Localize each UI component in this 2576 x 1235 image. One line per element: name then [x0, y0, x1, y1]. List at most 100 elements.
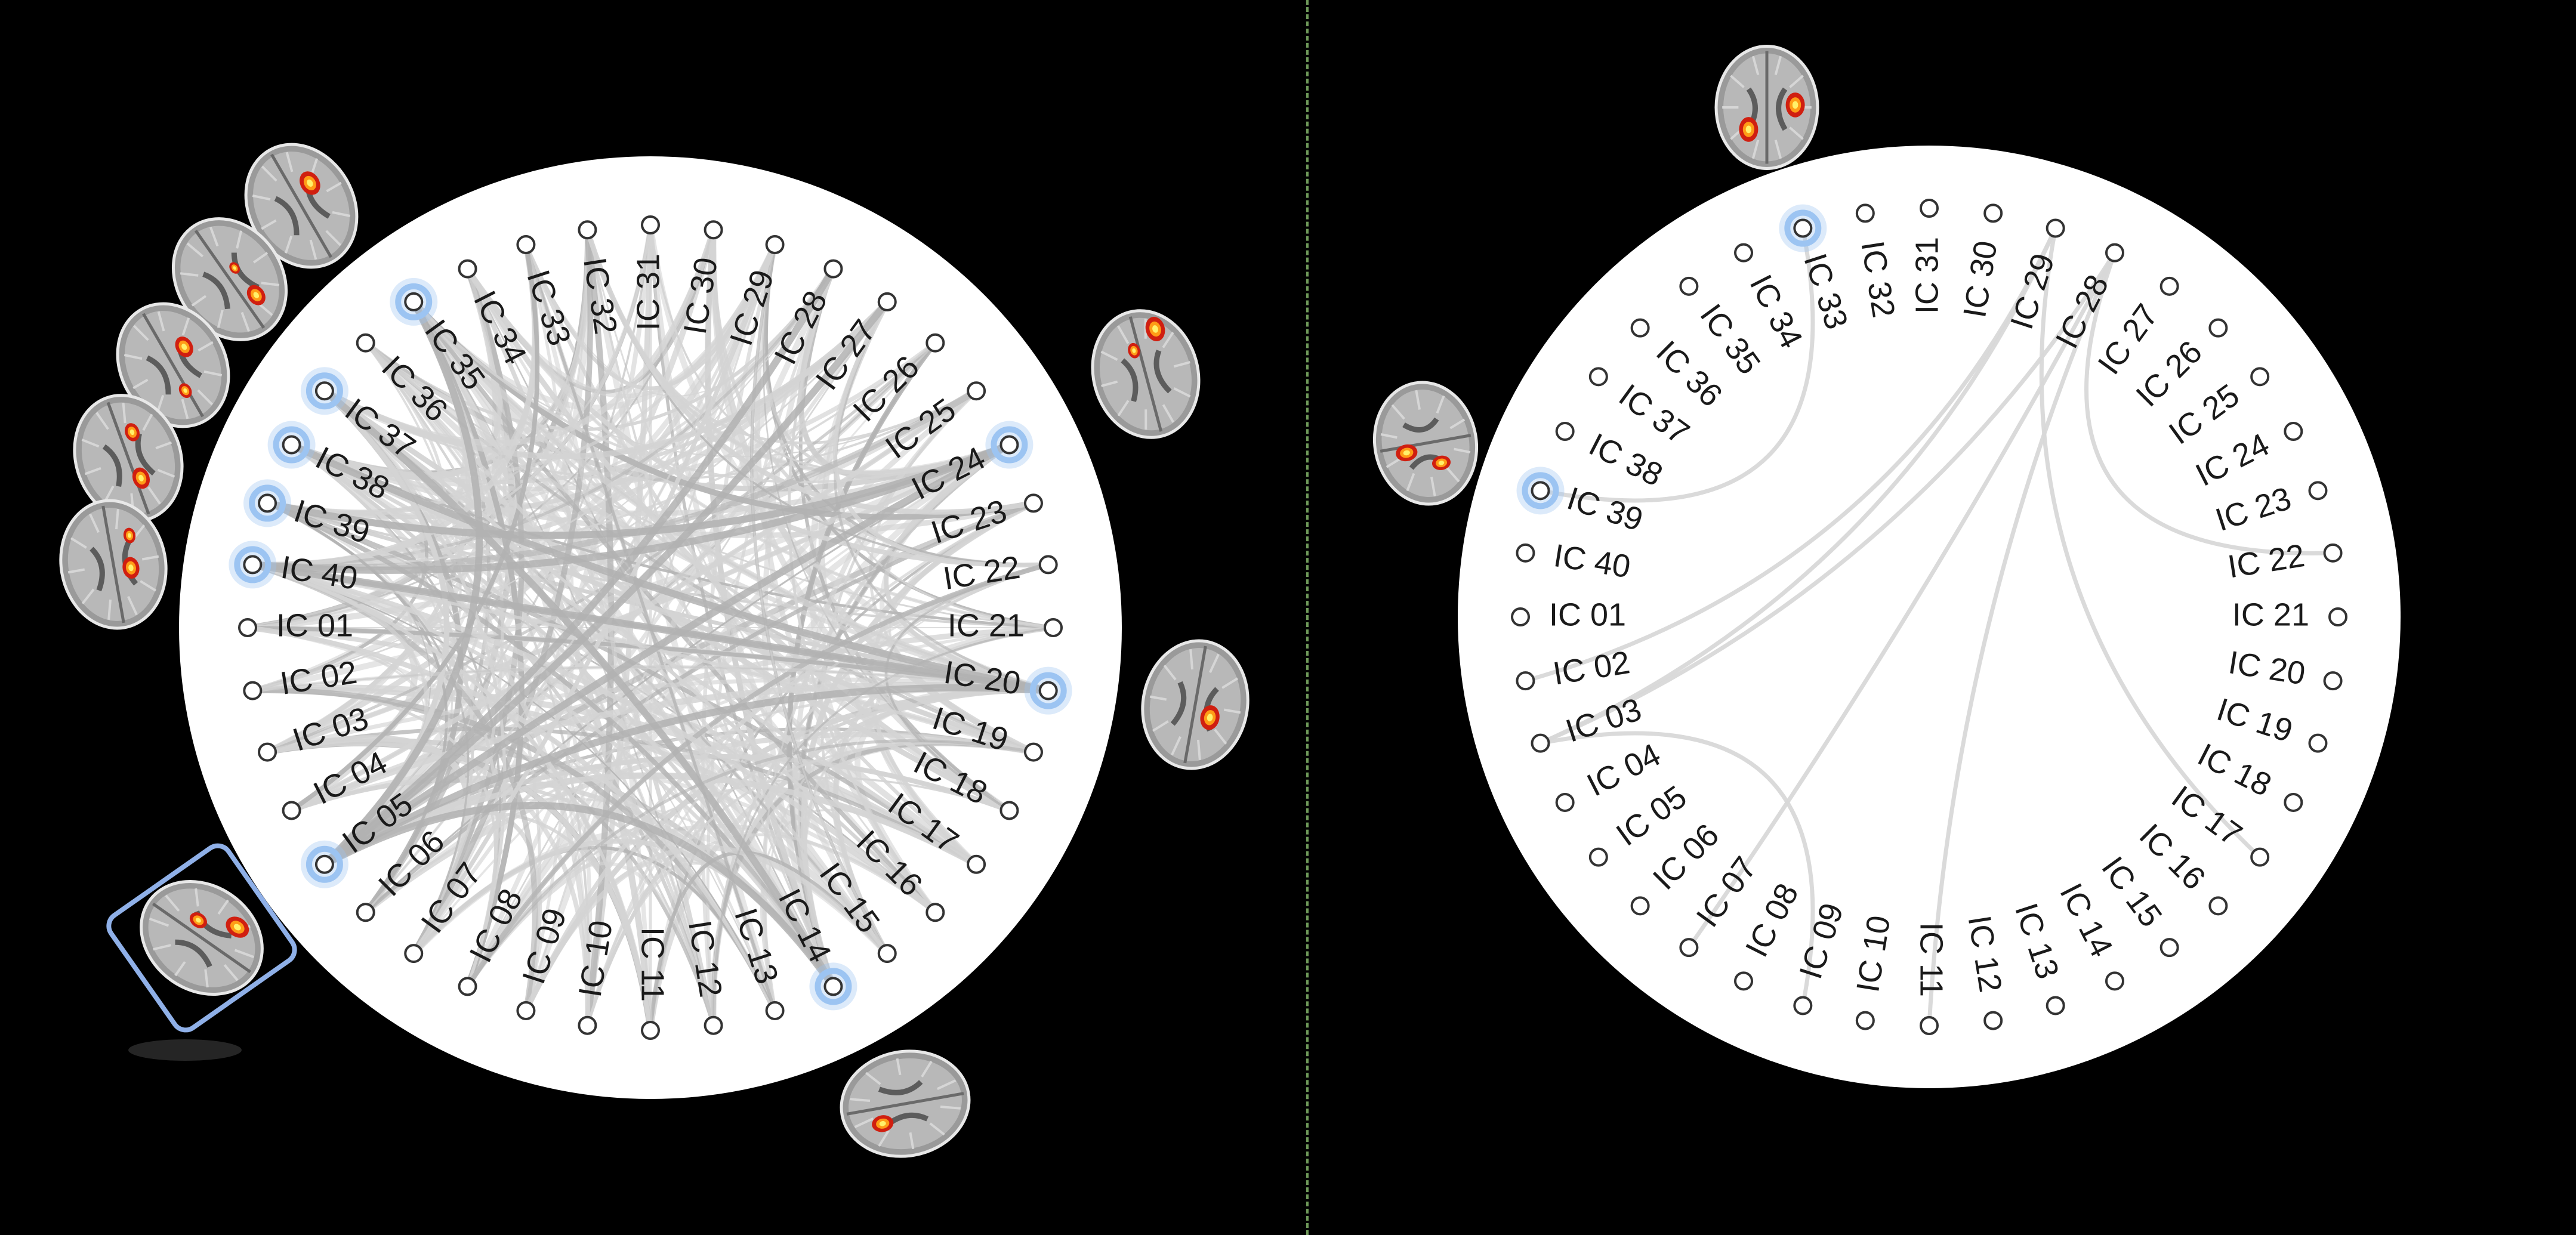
node-ic-35[interactable]: [1679, 276, 1699, 296]
node-ic-29[interactable]: [2046, 218, 2065, 238]
node-ic-12[interactable]: [1983, 1011, 2003, 1030]
node-ic-29[interactable]: [765, 235, 785, 255]
node-ic-31[interactable]: [641, 215, 660, 234]
node-ic-16[interactable]: [2208, 896, 2228, 916]
brain-thumbnail-ic-39[interactable]: [57, 380, 199, 536]
node-ic-27[interactable]: [2159, 276, 2179, 296]
connection-edge: [798, 267, 1011, 813]
node-ic-17[interactable]: [2250, 847, 2270, 867]
brain-thumbnail-ic-38[interactable]: [95, 283, 250, 447]
node-ic-31[interactable]: [1920, 199, 1939, 218]
node-ic-34[interactable]: [1734, 243, 1754, 263]
node-ic-02[interactable]: [243, 681, 263, 700]
node-ic-14[interactable]: [2105, 971, 2124, 991]
node-ic-40[interactable]: [1516, 543, 1535, 563]
node-ic-23[interactable]: [2308, 481, 2328, 501]
connection-edge: [763, 243, 1010, 811]
node-ic-08[interactable]: [458, 977, 477, 996]
node-ic-03[interactable]: [1531, 733, 1550, 753]
node-ic-11[interactable]: [1920, 1016, 1939, 1035]
connection-edge: [322, 227, 717, 867]
node-ic-30[interactable]: [1983, 203, 2003, 223]
node-ic-02[interactable]: [1516, 671, 1535, 691]
node-ic-13[interactable]: [765, 1001, 785, 1020]
node-ic-15[interactable]: [2159, 938, 2179, 958]
node-ic-28[interactable]: [823, 259, 843, 279]
node-ic-32[interactable]: [1855, 203, 1875, 223]
node-ic-38[interactable]: [1555, 422, 1575, 441]
node-ic-25[interactable]: [967, 381, 986, 401]
node-highlight-ring: [234, 546, 272, 583]
brain-thumbnail-ic-40[interactable]: [51, 492, 176, 637]
brain-thumbnail-ic-35[interactable]: [224, 124, 378, 288]
edge-group: [244, 221, 1056, 1034]
connection-edge: [265, 677, 1051, 755]
node-ic-11[interactable]: [641, 1021, 660, 1040]
node-ic-13[interactable]: [2046, 996, 2065, 1015]
node-ic-07[interactable]: [404, 944, 424, 964]
node-ic-05[interactable]: [1588, 847, 1608, 867]
node-ic-08[interactable]: [1734, 971, 1754, 991]
node-ic-10[interactable]: [1855, 1011, 1875, 1030]
node-ic-21[interactable]: [2328, 607, 2347, 626]
node-ic-18[interactable]: [999, 801, 1019, 820]
node-ic-30[interactable]: [704, 220, 723, 240]
node-ic-28[interactable]: [2105, 243, 2124, 263]
node-ic-33[interactable]: [516, 235, 536, 255]
node-ic-36[interactable]: [1630, 318, 1650, 338]
node-ic-14[interactable]: [823, 977, 843, 996]
node-ic-35[interactable]: [404, 292, 424, 311]
node-ic-05[interactable]: [314, 854, 334, 874]
node-ic-40[interactable]: [243, 555, 263, 575]
node-ic-39[interactable]: [258, 493, 277, 513]
node-ic-03[interactable]: [258, 742, 277, 762]
node-ic-06[interactable]: [356, 903, 375, 922]
node-ic-07[interactable]: [1679, 938, 1699, 958]
node-ic-27[interactable]: [877, 292, 897, 311]
connection-edge: [649, 224, 1011, 474]
node-ic-25[interactable]: [2250, 367, 2270, 387]
node-ic-09[interactable]: [1793, 996, 1813, 1015]
node-ic-39[interactable]: [1531, 481, 1550, 501]
selected-thumbnail-frame[interactable]: [104, 841, 300, 1035]
node-ic-04[interactable]: [1555, 792, 1575, 812]
node-ic-24[interactable]: [2284, 422, 2303, 441]
node-ic-16[interactable]: [925, 903, 945, 922]
node-ic-15[interactable]: [877, 944, 897, 964]
node-ic-32[interactable]: [578, 220, 597, 240]
node-ic-21[interactable]: [1044, 618, 1063, 637]
node-ic-34[interactable]: [458, 259, 477, 279]
brain-thumbnail-ic-05[interactable]: [119, 859, 284, 1018]
node-ic-24[interactable]: [999, 435, 1019, 455]
node-ic-09[interactable]: [516, 1001, 536, 1020]
brain-thumbnail-ic-24[interactable]: [1079, 299, 1213, 450]
node-ic-33[interactable]: [1793, 218, 1813, 238]
node-ic-10[interactable]: [578, 1015, 597, 1035]
node-ic-20[interactable]: [2323, 671, 2343, 691]
node-ic-19[interactable]: [2308, 733, 2328, 753]
node-ic-20[interactable]: [1038, 681, 1058, 700]
node-ic-12[interactable]: [704, 1015, 723, 1035]
node-ic-17[interactable]: [967, 854, 986, 874]
node-ic-18[interactable]: [2284, 792, 2303, 812]
node-ic-37[interactable]: [1588, 367, 1608, 387]
node-ic-38[interactable]: [282, 435, 301, 455]
node-ic-36[interactable]: [356, 333, 375, 353]
connection-edge: [363, 501, 1036, 915]
node-ic-22[interactable]: [2323, 543, 2343, 563]
brain-thumbnail-ic-39[interactable]: [1365, 374, 1486, 512]
node-ic-26[interactable]: [2208, 318, 2228, 338]
node-ic-22[interactable]: [1038, 555, 1058, 575]
node-ic-37[interactable]: [314, 381, 334, 401]
node-ic-26[interactable]: [925, 333, 945, 353]
node-ic-01[interactable]: [1511, 607, 1530, 626]
node-ic-23[interactable]: [1023, 493, 1043, 513]
node-ic-01[interactable]: [238, 618, 257, 637]
brain-thumbnail-ic-33[interactable]: [1714, 45, 1819, 170]
node-ic-19[interactable]: [1023, 742, 1043, 762]
node-ic-06[interactable]: [1630, 896, 1650, 916]
brain-thumbnail-ic-14[interactable]: [833, 1041, 977, 1166]
node-ic-04[interactable]: [282, 801, 301, 820]
brain-thumbnail-ic-20[interactable]: [1133, 632, 1258, 777]
